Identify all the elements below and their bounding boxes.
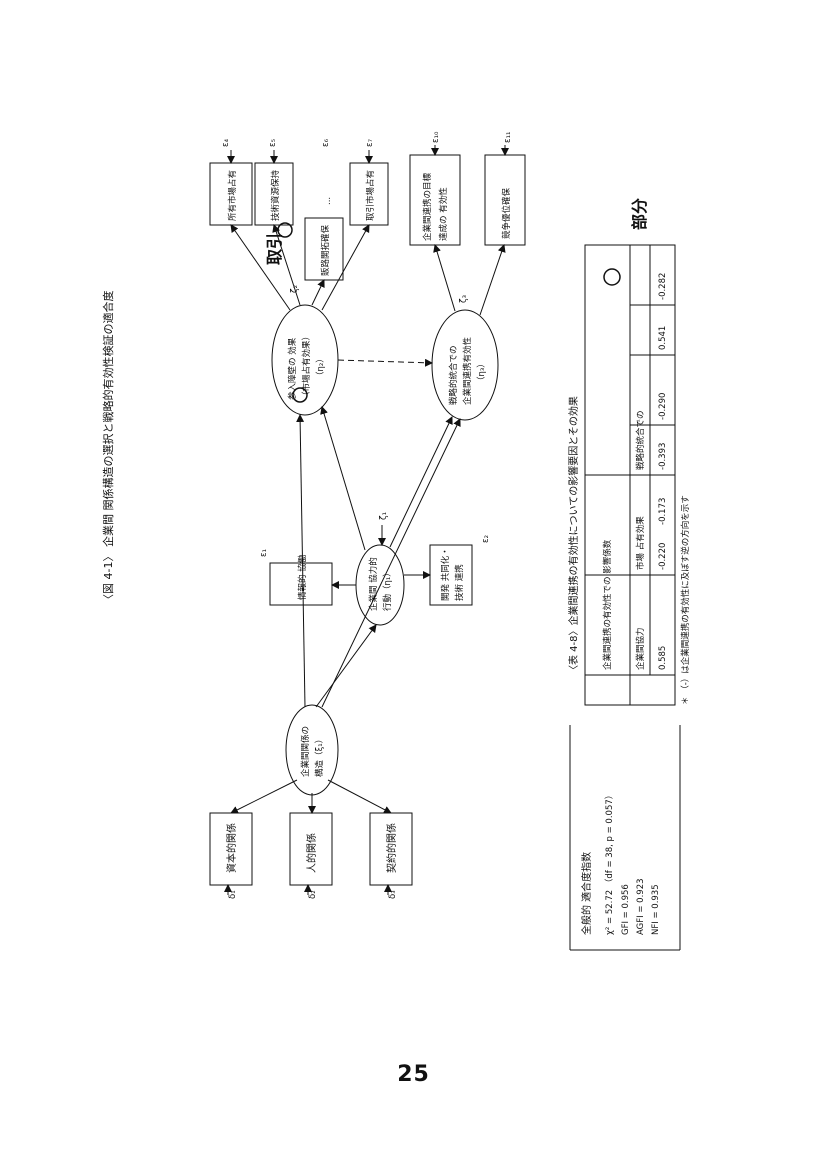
svg-text:人的関係: 人的関係	[305, 833, 318, 873]
indicator-mgmt-strategy: 企業間連携の目標 達成の 有効性	[409, 154, 461, 246]
fit-heading: 全般的 適合度指数	[580, 852, 593, 935]
error-d2: δ₂	[308, 890, 318, 899]
handwritten-mark-2: 部分	[630, 198, 649, 230]
latent-eta2: 参入障壁の 効果 （市場占有効果） （η₂）	[271, 304, 339, 416]
error-z1: ζ₁	[379, 512, 389, 520]
table-value-5: -0.290	[658, 393, 668, 420]
svg-text:契約的関係: 契約的関係	[385, 823, 398, 873]
indicator-sales-form: 販路開拓確保	[304, 217, 344, 281]
svg-text:開発 共同化・: 開発 共同化・	[440, 547, 451, 601]
indicator-personnel: 人的関係	[289, 812, 333, 886]
fit-agfi: AGFI = 0.923	[636, 878, 646, 935]
error-e10: ε₁₀	[431, 131, 441, 143]
svg-text:競争優位確保: 競争優位確保	[501, 187, 512, 239]
error-d3: δ₃	[388, 890, 398, 899]
figure-title: 〈図 4-1〉 企業間 関係構造の選択と戦略的有効性検証の適合度	[101, 291, 115, 605]
svg-text:（η₂）: （η₂）	[315, 354, 326, 380]
svg-text:販路開拓確保: 販路開拓確保	[320, 224, 331, 276]
path-diagram: 資本的関係 人的関係 契約的関係 δ₁ δ₂ δ₃	[209, 131, 649, 899]
indicator-contract: 契約的関係	[369, 812, 413, 886]
error-e7: ε₇	[365, 138, 375, 147]
fit-chi: χ² = 52.72 （df = 38, p = 0.057）	[604, 791, 615, 935]
indicator-capital: 資本的関係	[209, 812, 253, 886]
table-value-3: -0.173	[658, 498, 668, 525]
svg-text:技術 連携: 技術 連携	[454, 564, 465, 601]
table-value-4: -0.393	[658, 443, 668, 470]
table-row-group-2: 市場 占有効果	[635, 516, 646, 570]
table-value-1: 0.585	[658, 646, 668, 670]
fit-gfi: GFI = 0.956	[621, 884, 631, 935]
svg-text:達成の 有効性: 達成の 有効性	[438, 187, 449, 241]
fit-index-box: 全般的 適合度指数 χ² = 52.72 （df = 38, p = 0.057…	[569, 725, 681, 951]
svg-text:企業間連携有効性: 企業間連携有効性	[462, 336, 473, 405]
latent-eta3: 戦略的統合での 企業間連携有効性 （η₃）	[431, 309, 499, 421]
table-col-group: 企業間連携の有効性での 影響係数	[602, 539, 613, 670]
svg-text:資本的関係: 資本的関係	[225, 823, 238, 873]
indicator-comp-priority: 競争優位確保	[484, 154, 526, 246]
table-title: 〈表 4-8〉企業間連携の有効性についての影響要因とその効果	[567, 396, 580, 675]
indicator-info: 情報的 協働	[269, 554, 333, 606]
table-footnote: ＊ （-）は企業間連携の有効性に及ぼす逆の方向を示す	[680, 495, 691, 705]
svg-text:構造（ξ₁）: 構造（ξ₁）	[314, 735, 325, 777]
error-e4: ε₄	[221, 138, 231, 147]
svg-text:所有市場占有: 所有市場占有	[227, 170, 238, 221]
page-number: 25	[397, 1062, 430, 1087]
error-e5: ε₅	[268, 139, 278, 147]
svg-text:（η₃）: （η₃）	[476, 359, 487, 385]
error-e2: ε₂	[481, 535, 491, 543]
svg-text:企業間 協力的: 企業間 協力的	[368, 557, 379, 611]
table-row-group-1: 企業間協力	[635, 627, 646, 670]
svg-text:取引市場占有: 取引市場占有	[365, 170, 376, 221]
svg-text:（市場占有効果）: （市場占有効果）	[301, 332, 312, 400]
table-value-2: -0.220	[658, 543, 668, 570]
handwritten-mark-1: 取引	[265, 233, 284, 265]
indicator-joint-dev: 開発 共同化・ 技術 連携	[429, 544, 473, 606]
svg-text:企業間関係の: 企業間関係の	[300, 726, 311, 777]
table-row-group-3: 戦略的統合での	[635, 410, 646, 470]
error-e1: ε₁	[259, 549, 269, 557]
svg-text:企業間連携の目標: 企業間連携の目標	[422, 172, 433, 241]
table-value-6: 0.541	[658, 326, 668, 350]
error-e6: ε₆	[321, 138, 331, 147]
svg-text:参入障壁の 効果: 参入障壁の 効果	[287, 337, 298, 400]
indicator-own-market: 所有市場占有	[209, 162, 253, 226]
error-e11: ε₁₁	[503, 132, 513, 143]
indicator-take-share: 取引市場占有	[349, 162, 389, 226]
indicator-dots: ...	[323, 197, 333, 205]
effects-table: 〈表 4-8〉企業間連携の有効性についての影響要因とその効果 企業間連携の有効性…	[567, 244, 691, 706]
table-value-7: -0.282	[658, 273, 668, 300]
fit-nfi: NFI = 0.935	[651, 884, 661, 935]
error-d1: δ₁	[228, 890, 238, 899]
handwritten-circle-2	[277, 222, 293, 238]
svg-text:行動（η₁）: 行動（η₁）	[382, 568, 393, 611]
svg-text:技術資源保持: 技術資源保持	[270, 169, 281, 221]
svg-text:戦略的統合での: 戦略的統合での	[448, 345, 459, 405]
indicator-tech-ret: 技術資源保持	[254, 162, 294, 226]
handwritten-circle-3	[603, 268, 621, 286]
handwritten-circle-1	[292, 387, 308, 403]
error-z3: ζ₃	[459, 295, 469, 303]
